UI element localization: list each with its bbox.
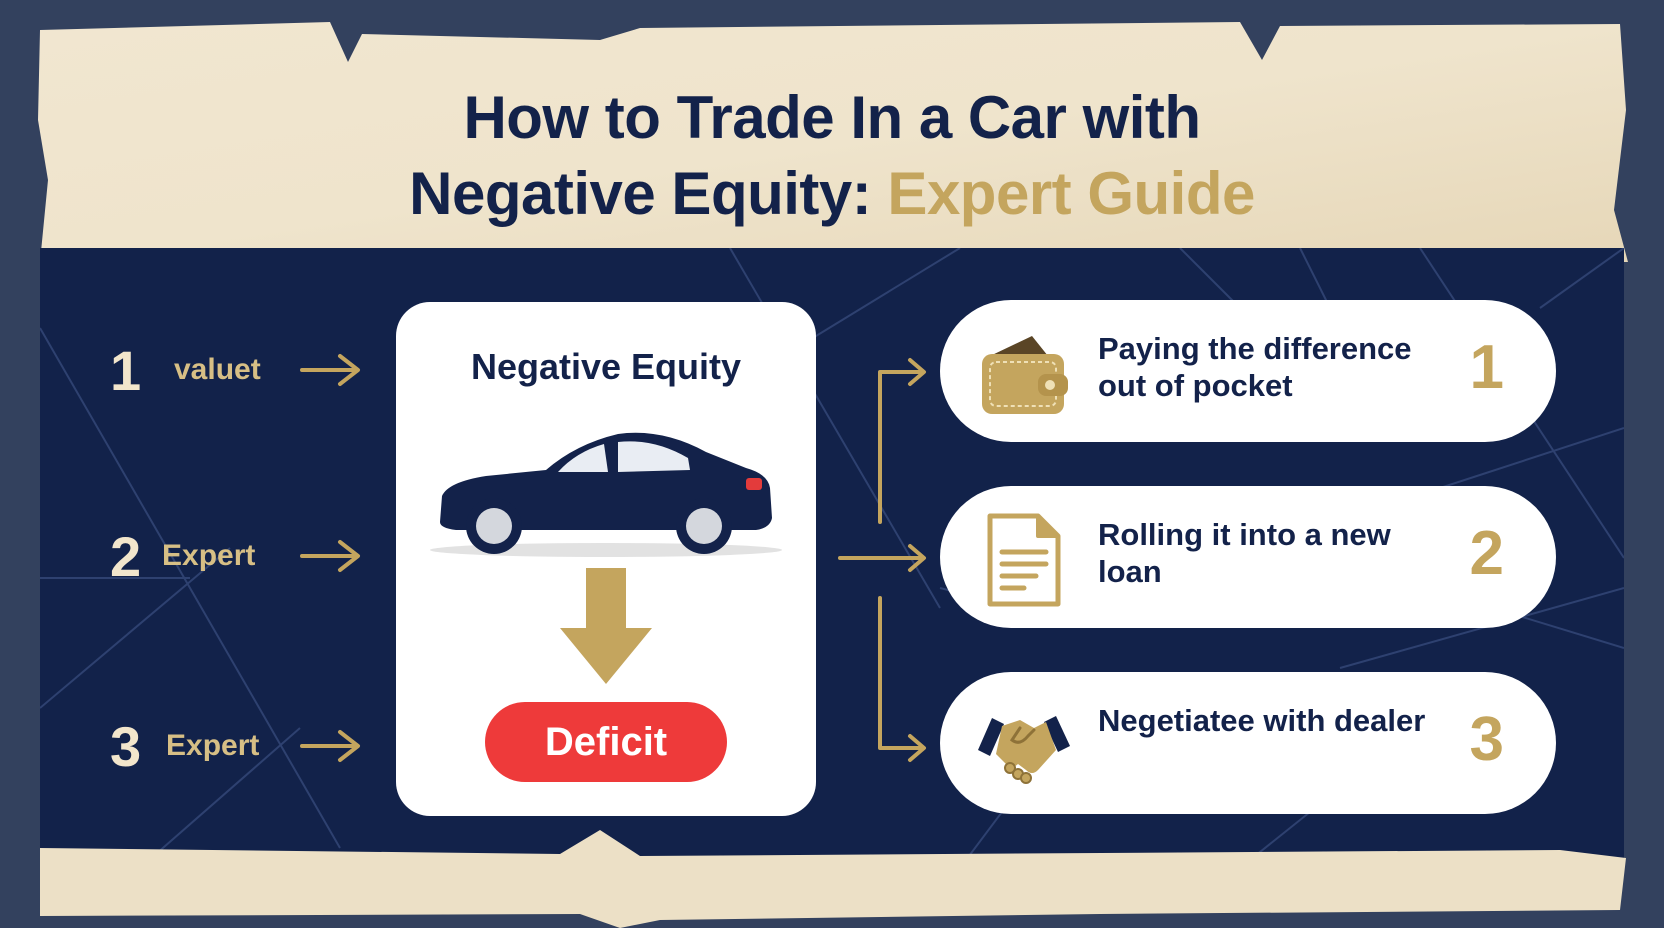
- right-arrow-icon: [300, 540, 360, 572]
- step-row-1: 1 valuet: [110, 330, 360, 410]
- option-text: Negetiatee with dealer: [1098, 703, 1426, 738]
- document-icon: [987, 513, 1061, 607]
- option-pay-out-of-pocket: Paying the difference out of pocket 1: [940, 300, 1556, 442]
- step-number: 3: [110, 714, 142, 778]
- step-row-3: 3 Expert: [110, 706, 360, 786]
- option-roll-into-loan: Rolling it into a new loan 2: [940, 486, 1556, 628]
- title-line-1: How to Trade In a Car with: [463, 84, 1201, 151]
- negative-equity-card: Negative Equity Deficit: [396, 302, 816, 816]
- title-line-2-gold: Expert Guide: [887, 160, 1255, 227]
- step-label: Expert: [166, 729, 260, 762]
- down-arrow-icon: [560, 568, 652, 684]
- option-number: 1: [1469, 333, 1504, 402]
- step-number: 2: [110, 524, 142, 588]
- deficit-badge: Deficit: [485, 702, 727, 782]
- background-line-pattern: [40, 248, 1624, 868]
- step-number: 1: [110, 338, 142, 402]
- right-arrow-icon: [300, 730, 360, 762]
- option-text: Rolling it into a new loan: [1098, 517, 1391, 589]
- wallet-icon: [982, 336, 1068, 414]
- parchment-banner-bottom: [40, 830, 1626, 928]
- option-number: 3: [1469, 705, 1504, 774]
- connector-arrows: [838, 358, 926, 762]
- title-line-2-dark: Negative Equity:: [409, 160, 888, 227]
- car-icon: [430, 432, 782, 557]
- parchment-banner-top: [38, 22, 1628, 262]
- step-row-2: 2 Expert: [110, 516, 360, 596]
- option-text: Paying the difference out of pocket: [1098, 331, 1412, 403]
- handshake-icon: [978, 716, 1070, 784]
- option-negotiate-dealer: Negetiatee with dealer 3: [940, 672, 1556, 814]
- title-line-2: Negative Equity: Expert Guide: [0, 156, 1664, 232]
- right-arrow-icon: [300, 354, 360, 386]
- step-label: Expert: [162, 539, 256, 572]
- step-label: valuet: [174, 353, 261, 386]
- page-title: How to Trade In a Car with Negative Equi…: [0, 80, 1664, 232]
- option-number: 2: [1469, 519, 1504, 588]
- card-title: Negative Equity: [470, 346, 742, 387]
